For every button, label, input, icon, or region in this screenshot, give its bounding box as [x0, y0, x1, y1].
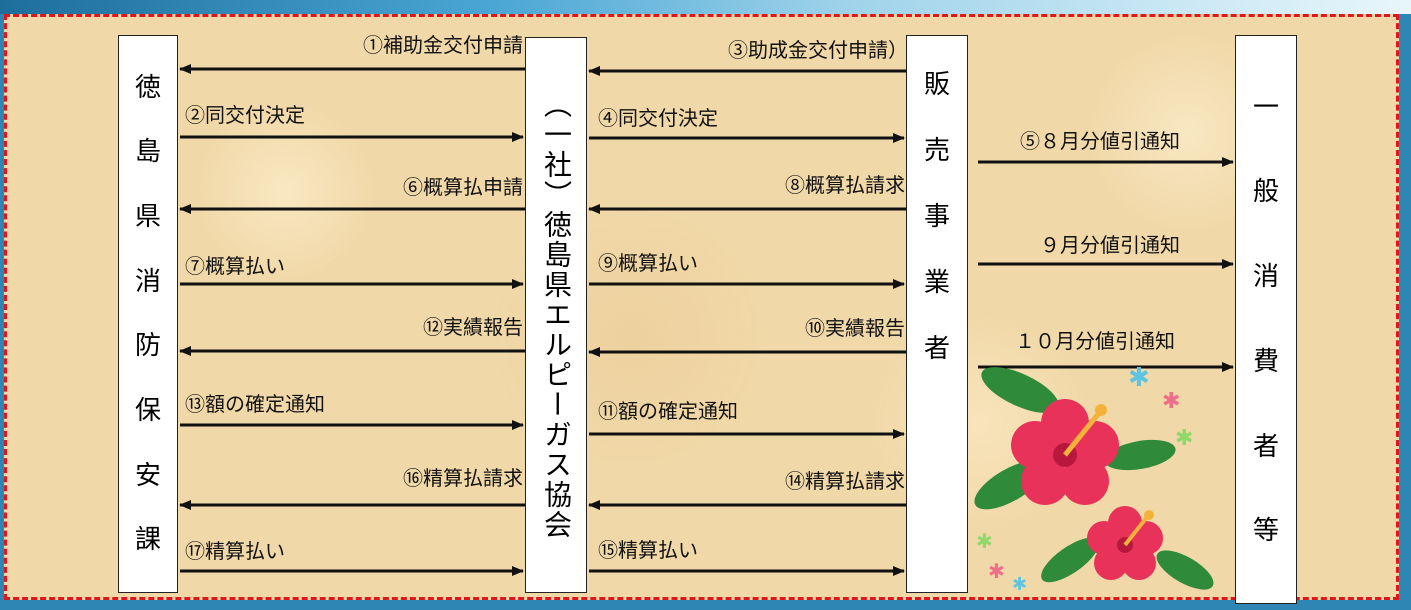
- pref-name-char: 保: [134, 395, 161, 426]
- svg-text:✱: ✱: [976, 529, 993, 553]
- svg-text:✱: ✱: [1175, 426, 1193, 451]
- pref-name-char: 課: [134, 525, 161, 556]
- box-sales-business: 販売事業者: [906, 35, 968, 593]
- label-f6: ⑥概算払申請: [403, 175, 523, 199]
- dealer-name-char: 売: [923, 136, 950, 166]
- svg-text:✱: ✱: [988, 559, 1005, 583]
- hibiscus-decoration: ✱ ✱ ✱ ✱ ✱ ✱: [974, 363, 1214, 595]
- label-f4: ④同交付決定: [598, 106, 718, 130]
- svg-text:✱: ✱: [1128, 363, 1150, 393]
- pref-name-char: 安: [134, 460, 161, 491]
- label-f8: ⑧概算払請求: [785, 173, 905, 197]
- consumer-name-char: 費: [1252, 346, 1279, 377]
- pref-name-char: 県: [134, 201, 161, 232]
- label-f17: ⑰精算払い: [185, 539, 285, 563]
- pref-name-char: 徳: [134, 72, 161, 103]
- dealer-name-char: 販: [923, 70, 950, 100]
- label-f2: ②同交付決定: [185, 103, 305, 127]
- label-f1: ①補助金交付申請: [363, 33, 523, 57]
- consumer-name-char: 般: [1252, 177, 1279, 208]
- label-f11: ⑪額の確定通知: [598, 399, 738, 423]
- label-f9: ⑨概算払い: [598, 251, 698, 275]
- consumer-name-char: 者: [1252, 431, 1279, 462]
- consumer-name-char: 一: [1252, 92, 1279, 123]
- dealer-name-char: 業: [923, 268, 950, 298]
- assoc-name: （一社）徳島県エルピーガス協会: [540, 90, 573, 540]
- pref-name-char: 島: [134, 137, 161, 168]
- pref-name-char: 防: [134, 331, 161, 362]
- diagram-frame: [4, 14, 1399, 600]
- header-banner: [0, 0, 1411, 14]
- label-f16: ⑯精算払請求: [403, 466, 523, 490]
- box-general-consumers: 一般消費者等: [1235, 35, 1297, 604]
- label-f13: ⑬額の確定通知: [185, 392, 325, 416]
- box-lpgas-association: （一社）徳島県エルピーガス協会: [525, 37, 587, 593]
- label-f12: ⑫実績報告: [423, 315, 523, 339]
- consumer-name-char: 等: [1252, 516, 1279, 547]
- label-f3: ③助成金交付申請）: [728, 38, 908, 62]
- label-f7: ⑦概算払い: [185, 254, 285, 278]
- svg-text:✱: ✱: [1162, 389, 1180, 414]
- label-f5: ⑤８月分値引通知: [1020, 129, 1180, 153]
- label-f5c: １０月分値引通知: [1015, 329, 1175, 353]
- box-tokushima-prefecture: 徳島県消防保安課: [118, 35, 178, 593]
- label-f14: ⑭精算払請求: [785, 469, 905, 493]
- pref-name-char: 消: [134, 266, 161, 297]
- label-f15: ⑮精算払い: [598, 538, 698, 562]
- label-f10: ⑩実績報告: [805, 316, 905, 340]
- dealer-name-char: 者: [923, 334, 950, 364]
- dealer-name-char: 事: [923, 202, 950, 232]
- consumer-name-char: 消: [1252, 262, 1279, 293]
- label-f5b: ９月分値引通知: [1040, 233, 1180, 257]
- svg-text:✱: ✱: [1012, 574, 1027, 595]
